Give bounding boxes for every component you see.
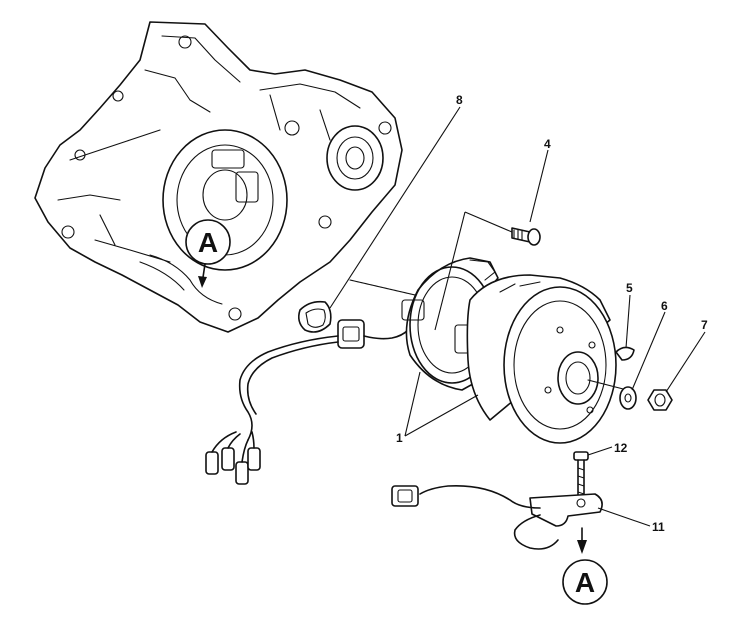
- callout-12: 12: [614, 441, 628, 455]
- view-a-label-lower: A: [575, 567, 595, 598]
- callout-1: 1: [396, 431, 403, 445]
- callout-5: 5: [626, 281, 633, 295]
- woodruff-key: [615, 346, 635, 361]
- view-a-marker-upper: A: [185, 219, 231, 288]
- callout-8: 8: [456, 93, 463, 107]
- grommet-and-harness: [205, 300, 409, 485]
- view-a-marker-lower: A: [562, 527, 608, 605]
- callout-7: 7: [701, 318, 708, 332]
- stator-screw: [511, 227, 541, 246]
- flywheel-rotor: [466, 274, 617, 444]
- washer: [619, 386, 637, 410]
- callout-6: 6: [661, 299, 668, 313]
- view-a-label-upper: A: [198, 227, 218, 258]
- flywheel-nut: [647, 389, 673, 411]
- callout-11: 11: [652, 520, 665, 534]
- crankcase-half: [34, 21, 403, 333]
- callout-4: 4: [544, 137, 551, 151]
- pickup-sensor: [391, 484, 603, 550]
